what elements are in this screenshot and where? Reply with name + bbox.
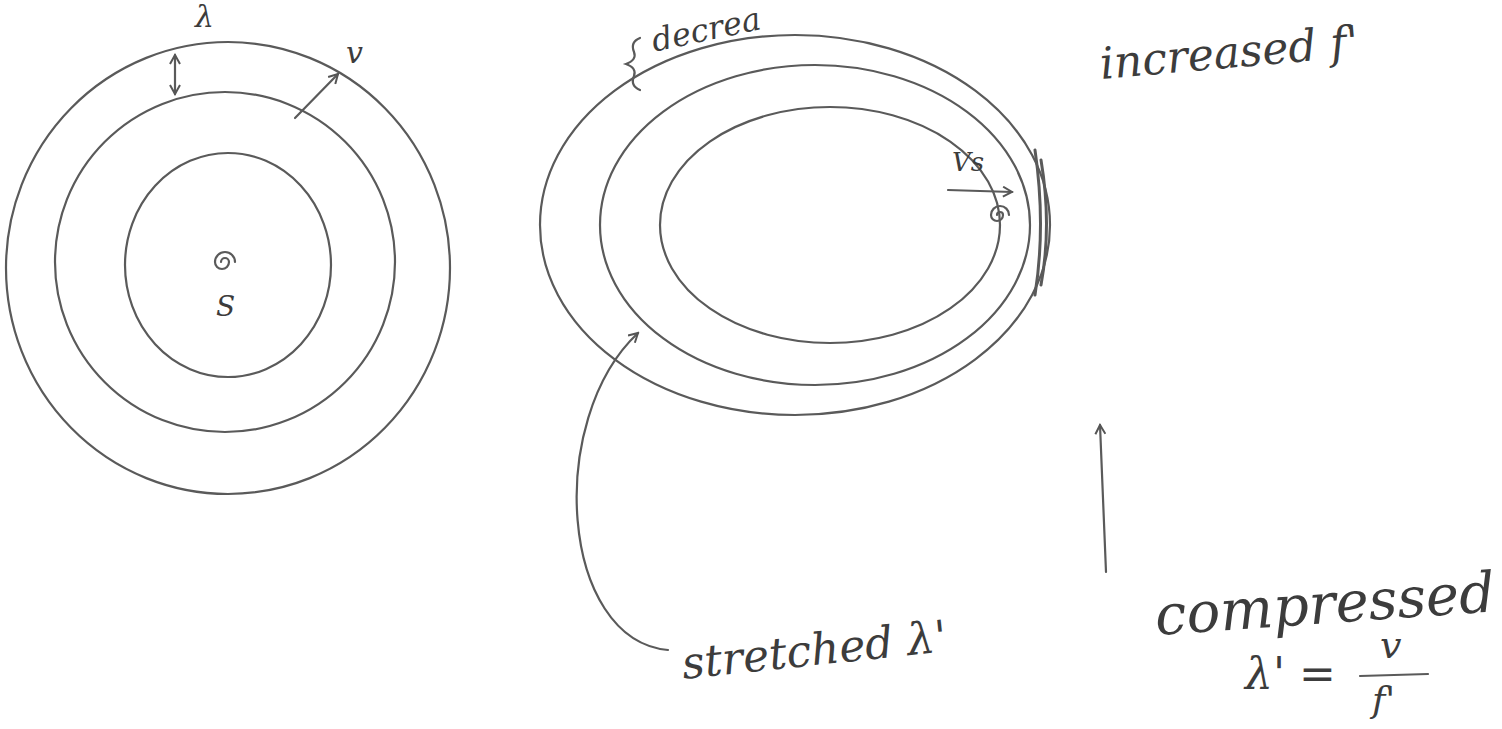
leader-arrow [577, 333, 668, 650]
increased-label: increased f' [1098, 17, 1361, 88]
wavefront [6, 42, 450, 494]
wavefront [660, 107, 1000, 343]
source-velocity-label: Vs [952, 148, 984, 177]
fraction-bar [1360, 674, 1428, 676]
source-velocity-arrow [948, 190, 1012, 192]
formula-denominator: f' [1372, 680, 1395, 720]
compressed-wavefront [1041, 160, 1047, 285]
source-label: S [216, 292, 235, 323]
source-symbol [215, 252, 235, 269]
wavelength-label: λ [195, 0, 214, 33]
wavefront [125, 153, 331, 377]
wavefront [600, 65, 1030, 385]
source-symbol [991, 206, 1009, 221]
compressed-wavefront [1035, 150, 1041, 295]
formula-numerator: v [1380, 625, 1401, 667]
compressed-label: compressed [1153, 561, 1497, 646]
leader-arrow [1100, 425, 1106, 572]
decreased-label: decrea [648, 1, 764, 58]
stretched-label: stretched λ' [679, 612, 949, 688]
brace [626, 38, 640, 90]
wavefront [55, 92, 395, 432]
formula-lhs: λ' = [1245, 650, 1336, 698]
velocity-label: v [346, 36, 363, 69]
velocity-arrow [295, 74, 338, 118]
wavelength-arrow [174, 55, 176, 94]
